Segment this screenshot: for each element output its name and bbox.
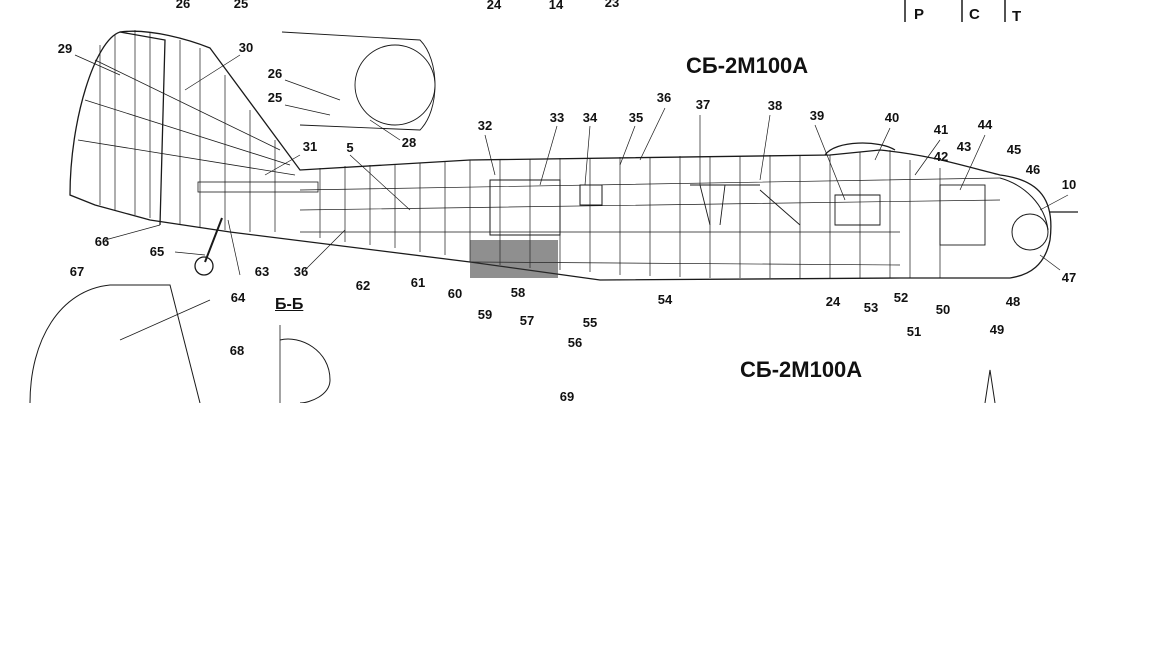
aircraft-drawing	[29, 0, 1078, 404]
callout: 37	[695, 97, 711, 112]
blank-area	[0, 403, 1152, 648]
callout: 51	[906, 324, 922, 339]
callout: 43	[956, 139, 972, 154]
callout: 60	[447, 286, 463, 301]
top-callout: 26	[175, 0, 191, 11]
callout: 39	[809, 108, 825, 123]
callout: 48	[1005, 294, 1021, 309]
callout: 5	[346, 140, 354, 155]
top-callout: 25	[233, 0, 249, 11]
callout: 49	[989, 322, 1005, 337]
callout: 32	[477, 118, 493, 133]
drawing-title-bottom: СБ-2М100А	[740, 357, 863, 382]
callout: 68	[229, 343, 245, 358]
drawing-title-top: СБ-2М100А	[686, 53, 809, 78]
corner-letter-p: Р	[914, 6, 925, 23]
callout: 44	[977, 117, 993, 132]
top-callout: 14	[548, 0, 564, 12]
callout: 24	[825, 294, 841, 309]
callout: 65	[149, 244, 165, 259]
callout: 58	[510, 285, 526, 300]
callout: 40	[884, 110, 900, 125]
callout: 64	[230, 290, 246, 305]
callout: 26	[267, 66, 283, 81]
callout: 56	[567, 335, 583, 350]
callout: 36	[293, 264, 309, 279]
callout: 33	[549, 110, 565, 125]
callout: 67	[69, 264, 85, 279]
callout: 42	[933, 149, 949, 164]
corner-letter-t: Т	[1012, 8, 1022, 25]
callout: 57	[519, 313, 535, 328]
callout: 28	[401, 135, 417, 150]
callout: 47	[1061, 270, 1077, 285]
callout: 54	[657, 292, 673, 307]
callout: 25	[267, 90, 283, 105]
callout: 66	[94, 234, 110, 249]
callout: 41	[933, 122, 949, 137]
callout: 31	[302, 139, 318, 154]
callout: 53	[863, 300, 879, 315]
top-callout: 23	[604, 0, 620, 10]
drawing-area: СБ-2М100А СБ-2М100А Б-Б Р С Т 26 25 24 1…	[29, 0, 1078, 404]
callout: 63	[254, 264, 270, 279]
callout: 46	[1025, 162, 1041, 177]
callout: 30	[238, 40, 254, 55]
callout: 62	[355, 278, 371, 293]
fuselage-outline	[69, 30, 1052, 281]
top-callout: 24	[486, 0, 502, 12]
callout: 35	[628, 110, 644, 125]
callout: 61	[410, 275, 426, 290]
callout: 52	[893, 290, 909, 305]
callout: 34	[582, 110, 598, 125]
callout: 38	[767, 98, 783, 113]
callout: 10	[1061, 177, 1077, 192]
callout: 45	[1006, 142, 1022, 157]
section-label: Б-Б	[275, 296, 304, 313]
callout: 36	[656, 90, 672, 105]
callout: 55	[582, 315, 598, 330]
callout: 69	[559, 389, 575, 404]
corner-letter-c: С	[969, 6, 980, 23]
callout: 50	[935, 302, 951, 317]
callout: 59	[477, 307, 493, 322]
callout: 29	[57, 41, 73, 56]
